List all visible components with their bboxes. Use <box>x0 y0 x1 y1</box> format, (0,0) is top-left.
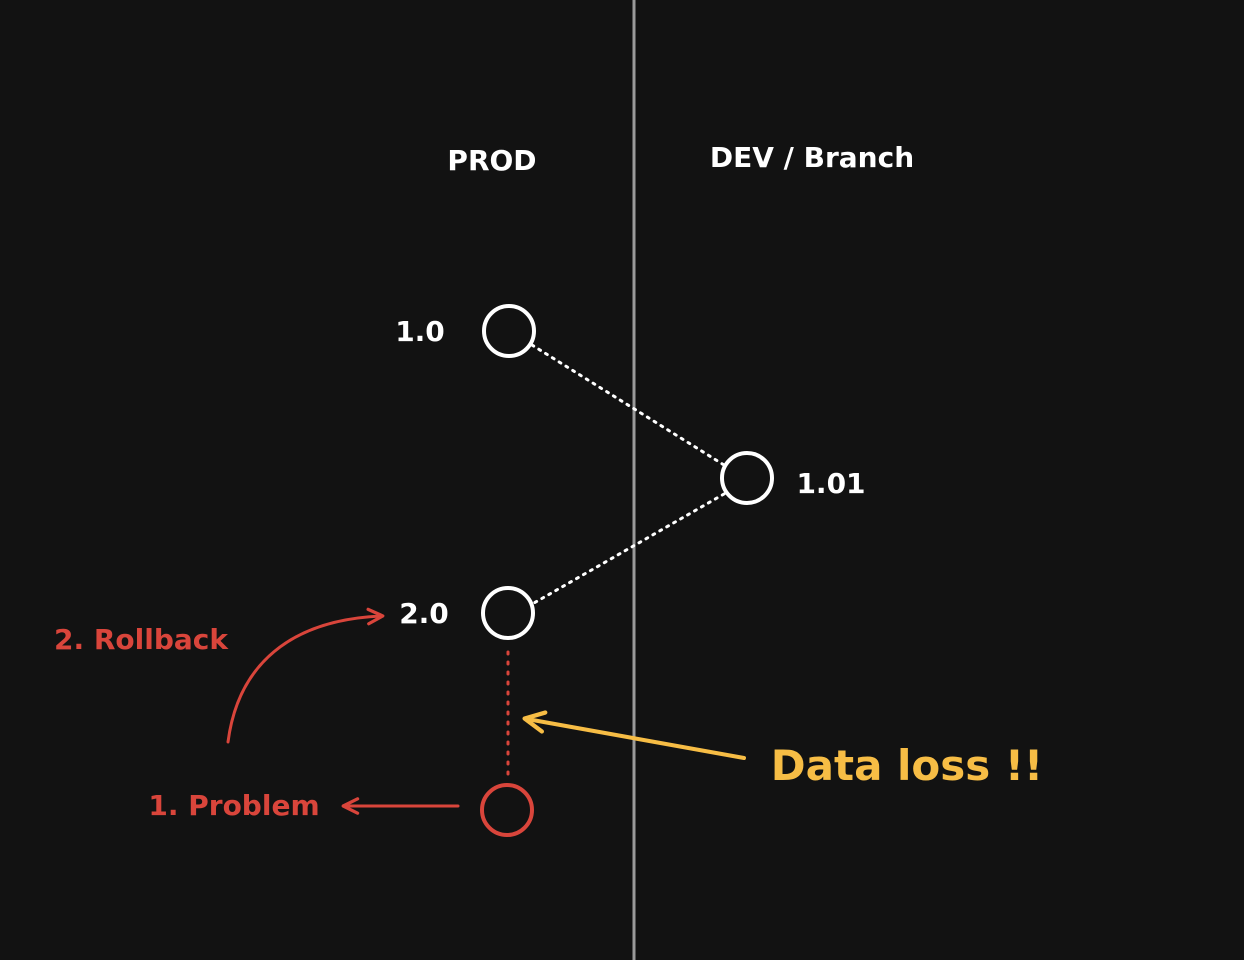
prod-column-title: PROD <box>447 144 536 177</box>
data-loss-label: Data loss !! <box>771 741 1043 790</box>
rollback-arrow <box>226 607 385 744</box>
node-version-1-0 <box>482 304 536 358</box>
label-version-2-0: 2.0 <box>399 597 449 630</box>
dev-column-title: DEV / Branch <box>710 141 914 174</box>
node-version-1-01 <box>720 451 774 505</box>
node-problem <box>480 783 534 837</box>
data-loss-arrow <box>522 710 746 760</box>
label-version-1-0: 1.0 <box>395 315 445 348</box>
label-version-1-01: 1.01 <box>796 467 865 500</box>
connector-1-01-to-2-0 <box>532 492 726 605</box>
node-version-2-0 <box>481 586 535 640</box>
rollback-label: 2. Rollback <box>54 623 229 656</box>
problem-label: 1. Problem <box>148 789 319 822</box>
connector-1-0-to-1-01 <box>530 343 726 467</box>
